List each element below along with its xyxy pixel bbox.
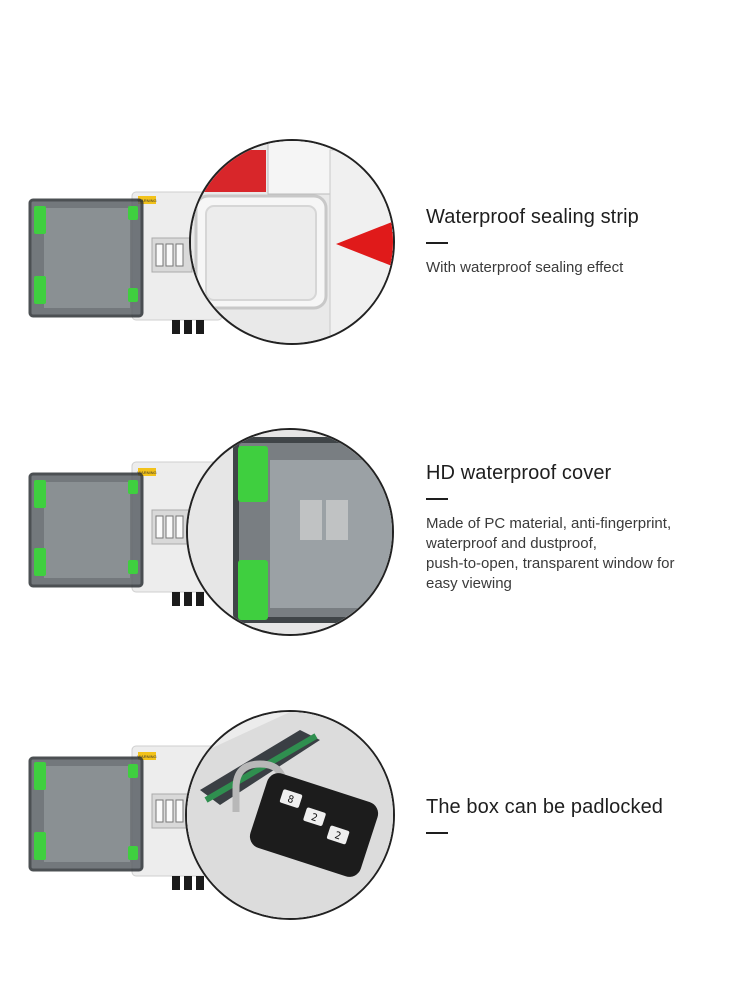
title-dash xyxy=(426,498,448,500)
svg-text:WARNING: WARNING xyxy=(137,754,156,759)
title-dash xyxy=(426,242,448,244)
title-dash xyxy=(426,832,448,834)
svg-text:2: 2 xyxy=(310,812,319,824)
feature-section-sealing: WARNING Waterproof sealing st xyxy=(0,0,750,345)
arrow-icon xyxy=(336,222,393,266)
section-title: HD waterproof cover xyxy=(426,462,612,484)
section-description: Made of PC material, anti-fingerprint, w… xyxy=(426,515,675,592)
hinge-icon xyxy=(34,206,46,234)
section-description: With waterproof sealing effect xyxy=(426,259,624,276)
warning-label: WARNING xyxy=(137,198,156,203)
svg-text:WARNING: WARNING xyxy=(137,470,156,475)
section-title: Waterproof sealing strip xyxy=(426,206,639,228)
padlock-icon xyxy=(232,760,288,812)
sealing-illustration: WARNING xyxy=(28,139,395,345)
svg-text:2: 2 xyxy=(333,830,342,842)
svg-text:8: 8 xyxy=(286,794,295,806)
section-title: The box can be padlocked xyxy=(426,796,664,818)
